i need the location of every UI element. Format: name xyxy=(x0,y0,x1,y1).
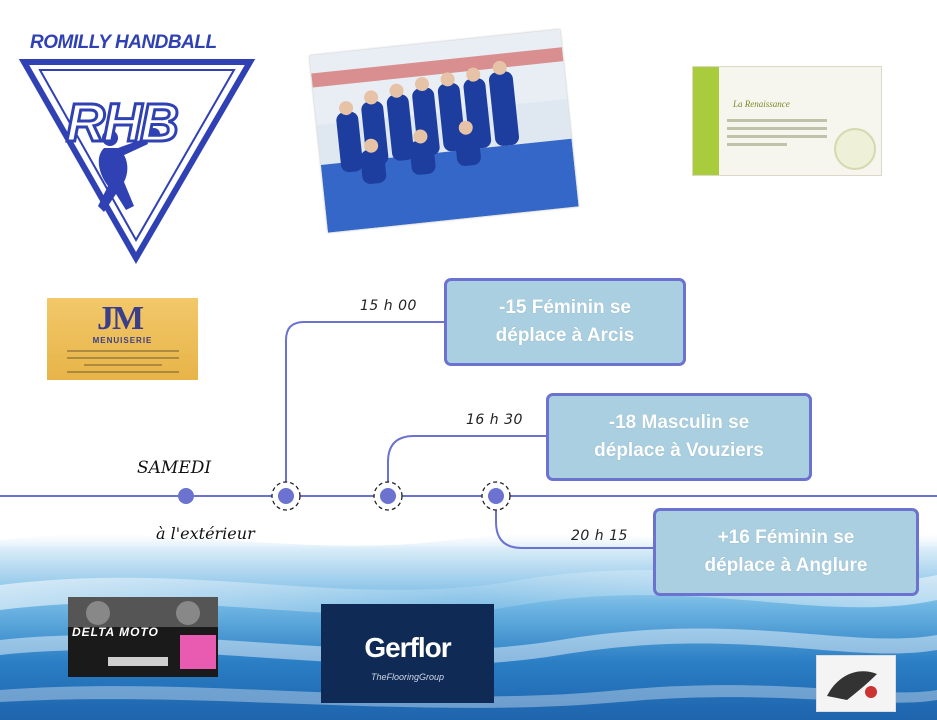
sponsor-card-renaissance: La Renaissance xyxy=(692,66,882,176)
small-sponsor-logo xyxy=(827,671,877,700)
club-logo: ROMILLY HANDBALL RHB xyxy=(18,30,258,265)
sponsor-stripe xyxy=(693,67,719,175)
sponsor-renaissance-logo xyxy=(834,128,876,170)
sponsor-card-jm: JM MENUISERIE xyxy=(47,298,198,380)
sponsor-jm-lines xyxy=(67,350,179,378)
day-label: SAMEDI xyxy=(137,458,212,478)
event-box-3: +16 Féminin se déplace à Anglure xyxy=(653,508,919,596)
sponsor-delta-name: DELTA MOTO xyxy=(72,625,159,639)
delta-tag xyxy=(108,657,168,666)
club-initials: RHB xyxy=(65,92,181,155)
club-name: ROMILLY HANDBALL xyxy=(30,32,217,53)
event-2-time: 16 h 30 xyxy=(466,412,523,428)
sponsor-card-gerflor: Gerflor TheFlooringGroup xyxy=(321,604,494,703)
delta-pink-block xyxy=(180,635,216,669)
event-box-1: -15 Féminin se déplace à Arcis xyxy=(444,278,686,366)
event-3-line2: déplace à Anglure xyxy=(704,555,868,576)
sponsor-renaissance-name: La Renaissance xyxy=(733,99,790,109)
event-1-time: 15 h 00 xyxy=(360,298,417,314)
sponsor-jm-logo: JM xyxy=(97,300,144,337)
sponsor-jm-subtitle: MENUISERIE xyxy=(92,336,153,345)
event-3-line1: +16 Féminin se xyxy=(717,527,855,548)
sponsor-card-delta: DELTA MOTO xyxy=(68,597,218,677)
event-2-line2: déplace à Vouziers xyxy=(594,440,764,461)
team-photo xyxy=(309,29,579,233)
sponsor-address-lines xyxy=(727,119,827,151)
event-1-line1: -15 Féminin se xyxy=(499,297,631,318)
event-1-line2: déplace à Arcis xyxy=(495,325,635,346)
sponsor-gerflor-name: Gerflor xyxy=(364,632,451,663)
event-3-time: 20 h 15 xyxy=(571,528,628,544)
event-2-line1: -18 Masculin se xyxy=(608,412,750,433)
place-label: à l'extérieur xyxy=(156,524,255,543)
sponsor-gerflor-tagline: TheFlooringGroup xyxy=(370,672,445,682)
sponsor-card-small xyxy=(816,655,896,712)
delta-photo-strip xyxy=(68,597,218,627)
event-box-2: -18 Masculin se déplace à Vouziers xyxy=(546,393,812,481)
